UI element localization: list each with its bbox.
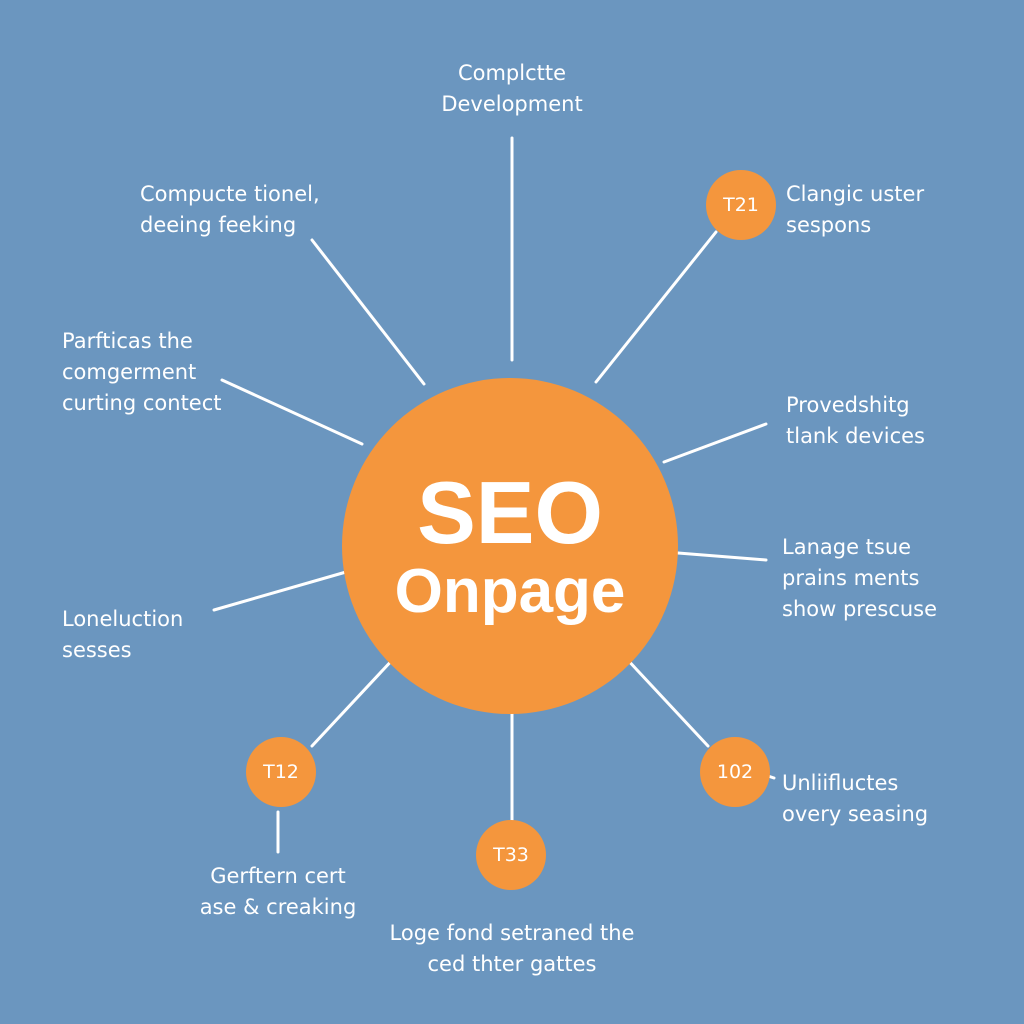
- connector-left-lower: [212, 570, 348, 612]
- label-left-upper-line-3: curting contect: [62, 391, 222, 415]
- connector-right-upper: [662, 422, 768, 464]
- label-left-upper-line-1: Parfticas the: [62, 329, 193, 353]
- label-top-left: Compucte tionel, deeing feeking: [140, 179, 320, 241]
- label-top-right-line-2: sespons: [786, 213, 872, 237]
- label-bottom-left: Gerftern cert ase & creaking: [176, 861, 380, 923]
- label-bottom-left-line-2: ase & creaking: [199, 895, 357, 919]
- label-right-middle: Lanage tsue prains ments show prescuse: [782, 532, 937, 625]
- hub-subtitle: Onpage: [394, 557, 626, 626]
- label-top-right: Clangic uster sespons: [786, 179, 924, 241]
- label-top-left-line-1: Compucte tionel,: [140, 182, 320, 206]
- label-right-upper: Provedshitg tlank devices: [786, 390, 925, 452]
- label-left-lower-line-1: Loneluction: [62, 607, 184, 631]
- label-left-upper: Parfticas the comgerment curting contect: [62, 326, 222, 419]
- label-right-middle-line-1: Lanage tsue: [782, 535, 912, 559]
- connector-right-middle: [676, 551, 768, 562]
- label-left-lower: Loneluction sesses: [62, 604, 183, 666]
- label-bottom-right-line-1: Unliifluctes: [782, 771, 899, 795]
- hub-title: SEO: [417, 463, 603, 562]
- label-top-left-line-2: deeing feeking: [140, 213, 297, 237]
- label-right-middle-line-3: show prescuse: [782, 597, 938, 621]
- label-right-upper-line-2: tlank devices: [786, 424, 926, 448]
- label-top-right-line-1: Clangic uster: [786, 182, 925, 206]
- node-t33: T33: [476, 820, 546, 890]
- connector-t21: [594, 230, 718, 384]
- label-bottom-line-1: Loge fond setraned the: [389, 921, 635, 945]
- connector-left-upper: [220, 378, 364, 446]
- label-bottom-line-2: ced thter gattes: [427, 952, 597, 976]
- node-t12: T12: [246, 737, 316, 807]
- node-102: 102: [700, 737, 770, 807]
- seo-onpage-hub: SEO Onpage: [342, 378, 678, 714]
- label-bottom-left-line-1: Gerftern cert: [210, 864, 346, 888]
- label-left-lower-line-2: sesses: [62, 638, 132, 662]
- node-t21: T21: [706, 170, 776, 240]
- label-bottom-right: Unliifluctes overy seasing: [782, 768, 928, 830]
- label-bottom-right-line-2: overy seasing: [782, 802, 929, 826]
- connector-t12: [310, 654, 398, 748]
- label-bottom: Loge fond setraned the ced thter gattes: [362, 918, 662, 980]
- label-top: Complctte Development: [412, 58, 612, 120]
- label-top-line-2: Development: [441, 92, 583, 116]
- label-left-upper-line-2: comgerment: [62, 360, 197, 384]
- label-top-line-1: Complctte: [457, 61, 567, 85]
- connector-top-left: [310, 238, 426, 386]
- connector-102: [622, 654, 710, 748]
- label-right-upper-line-1: Provedshitg: [786, 393, 910, 417]
- label-right-middle-line-2: prains ments: [782, 566, 920, 590]
